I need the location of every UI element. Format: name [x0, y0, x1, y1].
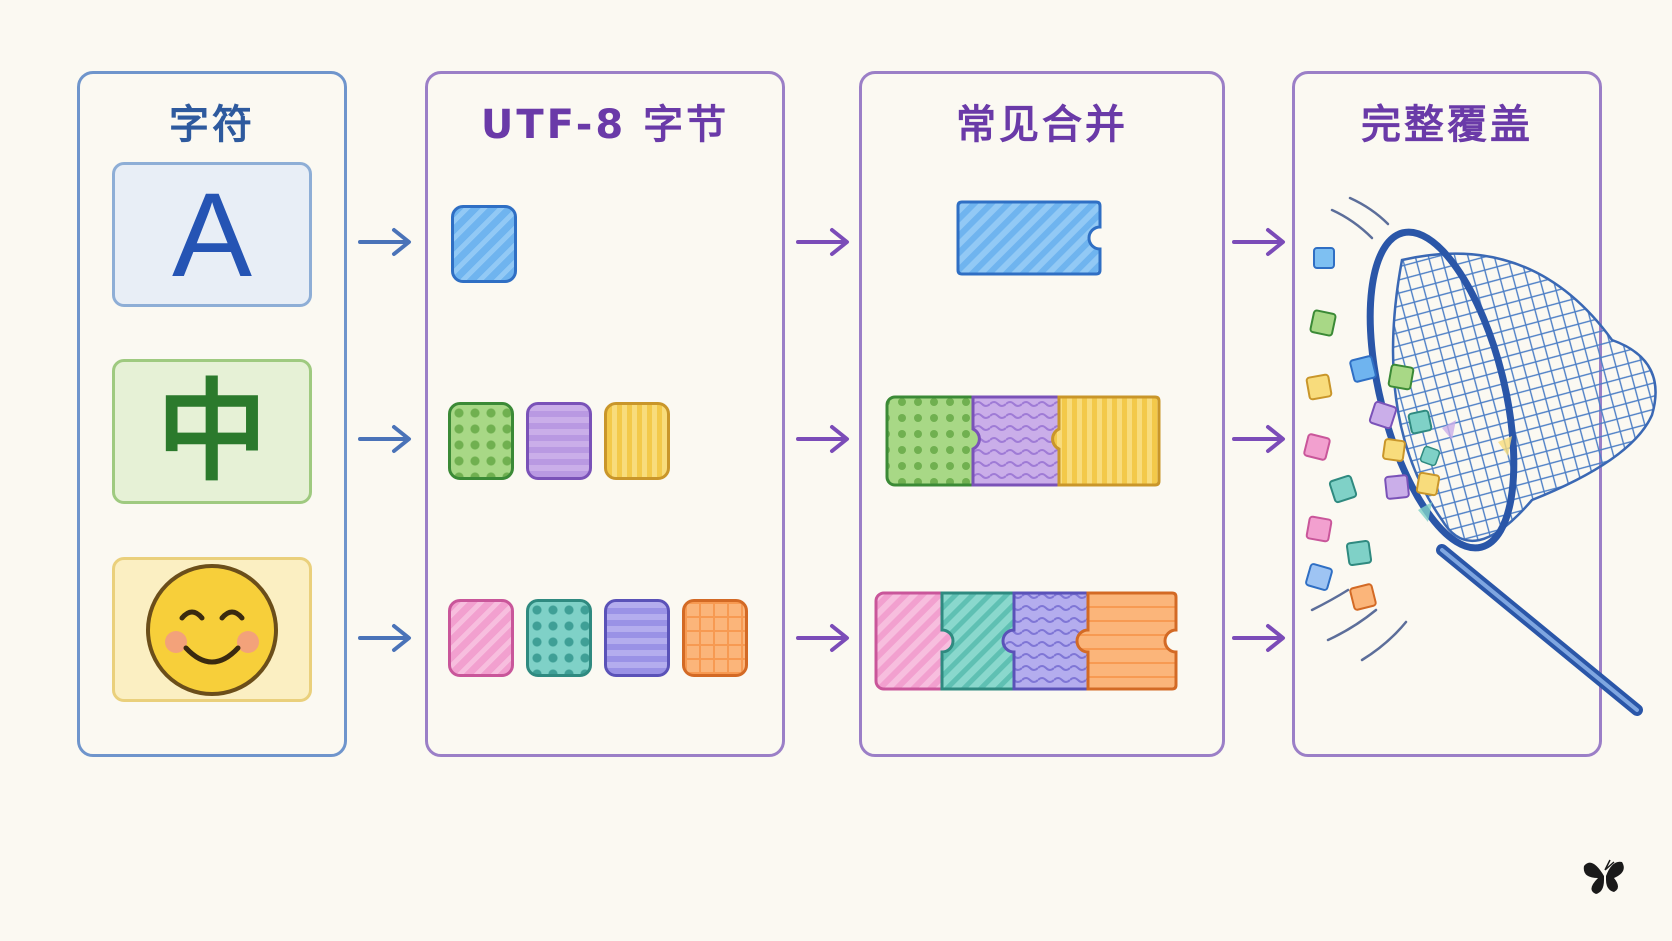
common-merges-panel-title: 常见合并 [956, 102, 1128, 148]
right-arrow-icon [358, 425, 411, 453]
right-arrow-icon [1232, 228, 1285, 256]
butterfly-logo-icon [1583, 859, 1624, 894]
characters-panel: 字符 A 中 [77, 71, 347, 757]
utf8-bytes-panel-title: UTF-8 字节 [480, 102, 730, 148]
char-tile-chinese: 中 [112, 359, 312, 504]
byte-block [604, 599, 670, 677]
byte-block [604, 402, 670, 480]
puzzle-piece-icon [874, 200, 1178, 691]
char-tile-latin: A [112, 162, 312, 307]
byte-block [448, 402, 514, 480]
byte-block [526, 402, 592, 480]
right-arrow-icon [796, 228, 849, 256]
full-coverage-panel-title: 完整覆盖 [1361, 102, 1533, 148]
byte-block [448, 599, 514, 677]
right-arrow-icon [796, 425, 849, 453]
byte-block [526, 599, 592, 677]
right-arrow-icon [1232, 624, 1285, 652]
characters-panel-title: 字符 [169, 102, 255, 148]
right-arrow-icon [1232, 425, 1285, 453]
byte-block [451, 205, 517, 283]
char-latin-a: A [171, 167, 253, 302]
char-chinese-zhong: 中 [157, 367, 267, 496]
smiley-face-icon [146, 563, 278, 696]
utf8-bytes-panel: UTF-8 字节 [425, 71, 785, 757]
right-arrow-icon [358, 624, 411, 652]
butterfly-net-icon [1303, 196, 1657, 716]
right-arrow-icon [796, 624, 849, 652]
common-merges-panel: 常见合并 [859, 71, 1225, 757]
byte-block [682, 599, 748, 677]
right-arrow-icon [358, 228, 411, 256]
char-tile-emoji [112, 557, 312, 702]
